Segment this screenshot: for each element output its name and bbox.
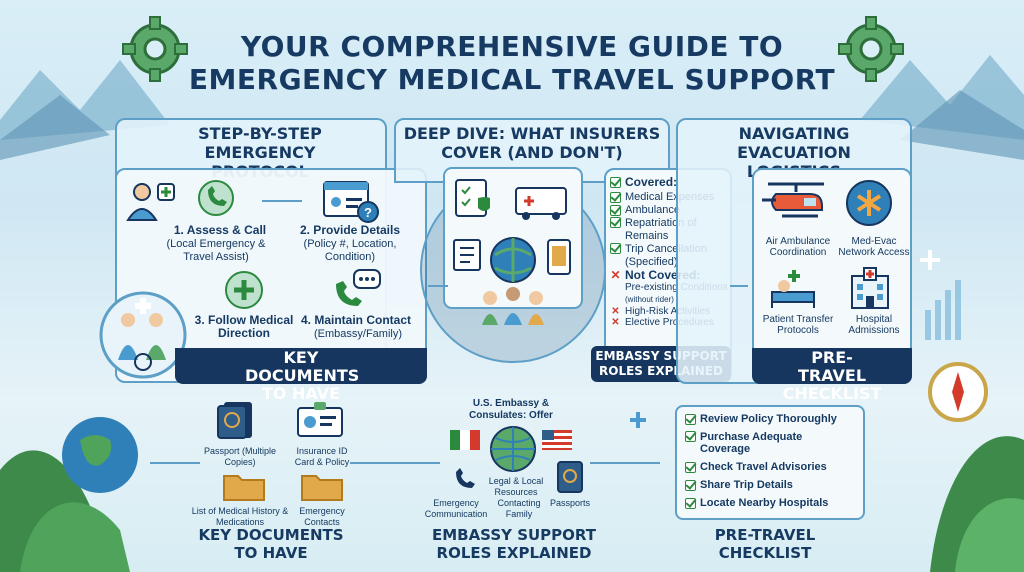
step2-subtitle: (Policy #, Location, Condition)	[303, 238, 397, 263]
checkbox-icon	[685, 413, 696, 425]
doc-insurance: Insurance ID Card & Policy	[294, 446, 350, 467]
covered-heading: Covered:	[610, 176, 730, 189]
phone-icon	[456, 468, 475, 488]
embassy-heading: U.S. Embassy & Consulates: Offer	[469, 398, 553, 421]
checklist-item: Share Trip Details	[685, 479, 855, 491]
checklist-item: Locate Nearby Hospitals	[685, 497, 855, 509]
not-covered-item: ✕High-Risk Activities	[611, 306, 711, 317]
protocol-footer: KEY DOCUMENTS TO HAVE	[175, 348, 427, 403]
patient-transfer-icon	[771, 270, 815, 308]
chat-phone-icon	[336, 269, 381, 306]
doc-passport: Passport (Multiple Copies)	[203, 446, 277, 467]
embassy-label: EMBASSY SUPPORT ROLES EXPLAINED	[431, 526, 597, 562]
page-title: YOUR COMPREHENSIVE GUIDE TO EMERGENCY ME…	[188, 30, 836, 96]
not-covered-item: ✕Elective Procedures	[611, 317, 714, 328]
evac-item-network: Med-Evac Network Access	[838, 236, 910, 258]
mexico-flag-icon	[450, 430, 480, 450]
checkbox-icon	[685, 431, 696, 442]
evac-item-air-ambulance: Air Ambulance Coordination	[765, 236, 831, 258]
checkbox-icon	[685, 461, 696, 473]
hospital-icon	[851, 267, 889, 309]
step4-subtitle: (Embassy/Family)	[313, 328, 402, 340]
covered-item: Ambulance	[610, 204, 730, 217]
arrow-connector	[428, 285, 448, 287]
arrow-connector	[590, 462, 660, 464]
gear-icon	[122, 16, 188, 82]
passport-icon	[217, 402, 252, 439]
checkbox-icon	[610, 177, 621, 188]
embassy-passports: Passports	[549, 498, 591, 508]
checkbox-icon	[610, 243, 621, 254]
folder-icon	[223, 475, 265, 501]
doc-emergency-contacts: Emergency Contacts	[299, 506, 345, 527]
insurance-hub-illustration	[420, 167, 606, 363]
embassy-family: Contacting Family	[497, 498, 541, 519]
evac-item-patient-transfer: Patient Transfer Protocols	[762, 314, 834, 336]
svg-text:?: ?	[364, 205, 372, 220]
caregiver-illustration	[99, 291, 187, 379]
evacuation-footer: PRE-TRAVEL CHECKLIST	[752, 348, 912, 403]
step4-title: 4. Maintain Contact	[300, 313, 411, 327]
gear-icon	[838, 16, 904, 82]
documents-label: KEY DOCUMENTS TO HAVE	[198, 526, 344, 562]
cross-icon: ✕	[611, 317, 620, 328]
checkbox-icon	[685, 479, 696, 491]
details-form-icon: ?	[323, 181, 379, 223]
embassy-communication: Emergency Communication	[424, 498, 488, 519]
medical-direction-icon	[225, 271, 263, 309]
network-globe-icon	[846, 180, 892, 226]
us-flag-icon	[542, 430, 572, 450]
checklist-item: Check Travel Advisories	[685, 461, 855, 473]
arrow-connector	[150, 462, 200, 464]
checklist-label: PRE-TRAVEL CHECKLIST	[714, 526, 816, 562]
arrow-connector	[262, 200, 302, 202]
cross-icon: ✕	[610, 268, 621, 282]
checkbox-icon	[610, 217, 621, 228]
step3-title: 3. Follow Medical Direction	[194, 313, 294, 340]
insurers-heading: DEEP DIVE: WHAT INSURERS COVER (AND DON'…	[403, 124, 661, 162]
step1-subtitle: (Local Emergency & Travel Assist)	[166, 238, 266, 263]
step1-title: 1. Assess & Call	[173, 223, 267, 237]
arrow-connector	[350, 462, 440, 464]
checkbox-icon	[685, 497, 696, 509]
doctor-icon	[126, 183, 175, 221]
embassy-globe-icon	[490, 426, 536, 472]
checklist-item: Purchase Adequate Coverage	[685, 431, 855, 455]
checkbox-icon	[610, 205, 621, 216]
checklist-item: Review Policy Thoroughly	[685, 413, 855, 425]
helicopter-icon	[762, 182, 824, 218]
doc-medical-history: List of Medical History & Medications	[191, 506, 289, 527]
phone-icon	[198, 180, 234, 216]
checklist-box: Review Policy Thoroughly Purchase Adequa…	[675, 405, 865, 520]
checkbox-icon	[610, 192, 621, 203]
step2-title: 2. Provide Details	[299, 223, 401, 237]
evacuation-heading: NAVIGATING EVACUATION LOGISTICS	[737, 124, 851, 181]
not-covered-note: (without rider)	[625, 295, 674, 304]
embassy-legal: Legal & Local Resources	[488, 476, 544, 497]
insurance-card-icon	[297, 402, 343, 437]
arrow-connector	[730, 285, 748, 287]
passport-icon	[557, 461, 583, 493]
folder-icon	[301, 475, 343, 501]
evac-item-hospital: Hospital Admissions	[848, 314, 900, 336]
cross-icon: ✕	[611, 306, 620, 317]
